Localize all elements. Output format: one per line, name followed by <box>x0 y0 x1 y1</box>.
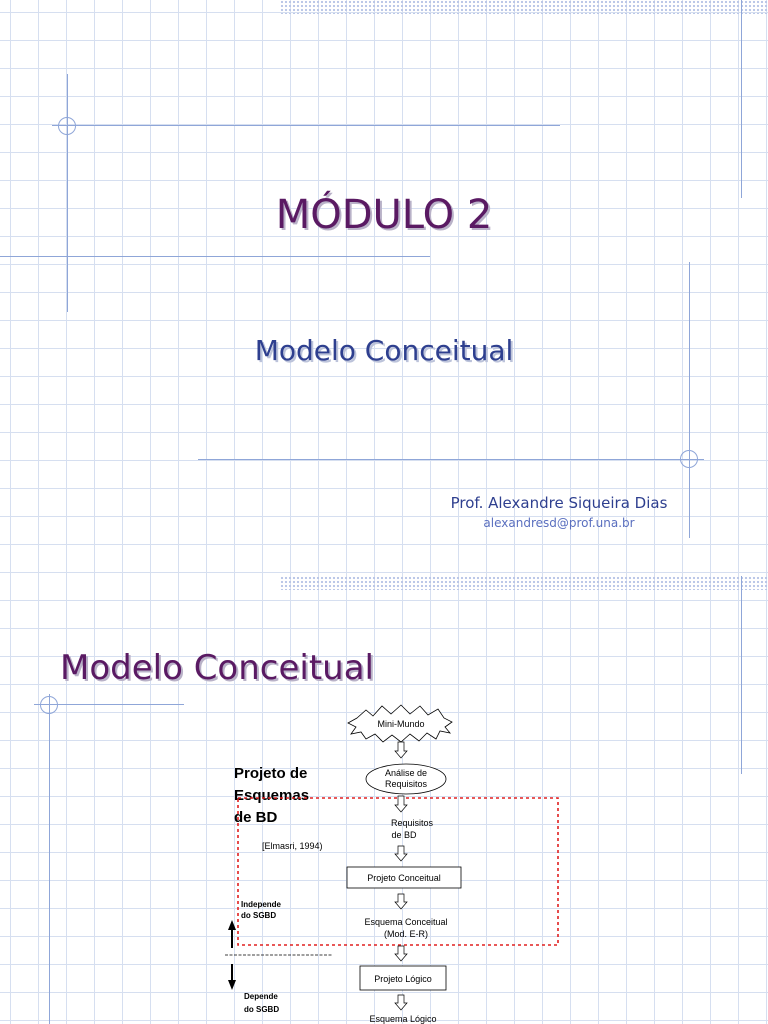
projeto-conceitual-box <box>346 866 462 889</box>
requisitos-line-2: de BD <box>391 830 417 840</box>
analise-line-2: Requisitos <box>385 779 428 789</box>
mini-mundo-shape <box>347 704 453 743</box>
arrow-down-3 <box>394 845 408 862</box>
esquema-conceitual-line-2: (Mod. E-R) <box>384 929 428 939</box>
right-vertical-rule <box>741 0 742 198</box>
crosshair-ring-upper-left <box>58 117 76 135</box>
author-email: alexandresd@prof.una.br <box>483 516 635 530</box>
author-name: Prof. Alexandre Siqueira Dias <box>450 494 668 512</box>
projeto-conceitual-label: Projeto Conceitual <box>367 873 441 883</box>
design-phases-diagram: Projeto de Esquemas de BD [Elmasri, 1994… <box>225 704 559 1024</box>
upper-horizontal-rule <box>52 125 560 126</box>
top-dotted-band <box>280 0 768 14</box>
right-inner-vertical-rule <box>689 262 690 538</box>
projeto-logico-label: Projeto Lógico <box>374 974 432 984</box>
left-vertical-rule <box>49 694 50 1024</box>
left-vertical-rule <box>67 74 68 312</box>
projeto-logico-box <box>359 965 447 991</box>
lower-horizontal-rule <box>198 459 704 460</box>
right-vertical-rule <box>741 576 742 774</box>
esquema-conceitual-line-1: Esquema Conceitual <box>364 917 447 927</box>
arrow-down-4 <box>394 893 408 910</box>
citation: [Elmasri, 1994) <box>262 841 323 851</box>
title-slide: MÓDULO 2 Modelo Conceitual Prof. Alexand… <box>0 0 768 538</box>
page-title: MÓDULO 2 <box>275 192 493 238</box>
crosshair-ring-lower-right <box>680 450 698 468</box>
arrow-up-head <box>228 920 236 930</box>
depende-line-1: Depende <box>244 992 278 1001</box>
mini-mundo-label: Mini-Mundo <box>377 719 424 729</box>
title-underline-rule <box>34 704 184 705</box>
arrow-down-6 <box>394 994 408 1011</box>
left-horizontal-rule <box>0 256 430 257</box>
top-dotted-band <box>280 576 768 590</box>
side-title-line-1: Projeto de <box>234 765 307 782</box>
analise-requisitos-shape <box>365 763 447 795</box>
depende-line-2: do SGBD <box>244 1005 279 1014</box>
esquema-logico-label: Esquema Lógico <box>369 1014 436 1024</box>
arrow-down-2 <box>394 795 408 813</box>
side-title-line-3: de BD <box>234 809 278 826</box>
slide-title: Modelo Conceitual <box>60 648 375 688</box>
arrow-down-5 <box>394 945 408 962</box>
conceptual-phase-boundary <box>237 797 559 946</box>
side-title-line-2: Esquemas <box>234 787 309 804</box>
subtitle: Modelo Conceitual <box>254 334 514 367</box>
requisitos-line-1: Requisitos <box>391 818 434 828</box>
analise-line-1: Análise de <box>385 768 427 778</box>
independe-line-1: Independe <box>241 900 282 909</box>
independe-line-2: do SGBD <box>241 911 276 920</box>
arrow-down-head <box>228 980 236 990</box>
crosshair-ring <box>40 696 58 714</box>
content-slide: Modelo Conceitual Projeto de Esquemas de… <box>0 576 768 1024</box>
arrow-down-1 <box>394 741 408 759</box>
